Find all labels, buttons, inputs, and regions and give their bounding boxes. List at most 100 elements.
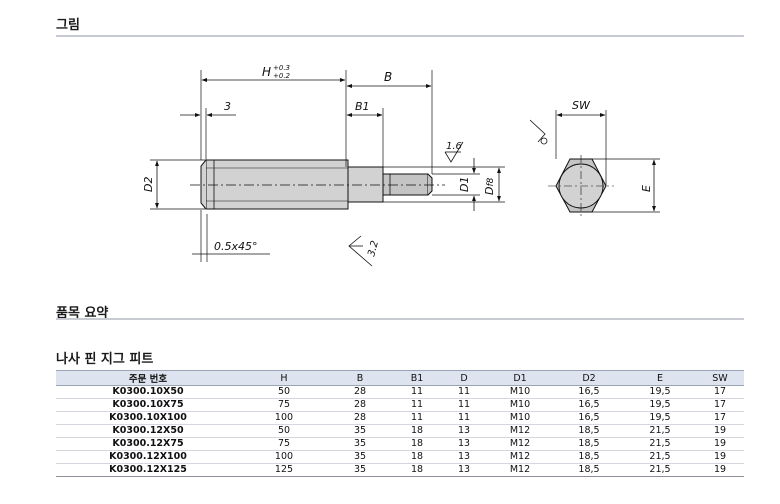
surface-finish-hex-symbol — [529, 119, 546, 143]
col-header-d: D — [442, 370, 486, 386]
table-cell: 18,5 — [554, 424, 624, 438]
surface-finish-coarse: 3.2 — [366, 240, 381, 258]
table-cell: 28 — [328, 385, 392, 399]
table-cell: M12 — [486, 450, 554, 464]
table-cell: 11 — [392, 385, 442, 399]
dim-h-tol-upper: +0.3 — [273, 64, 290, 72]
order-number-cell: K0300.10X50 — [56, 385, 240, 399]
table-cell: M10 — [486, 385, 554, 399]
table-cell: 13 — [442, 450, 486, 464]
table-cell: 125 — [240, 463, 328, 477]
table-cell: 35 — [328, 450, 392, 464]
dim-three: 3 — [224, 100, 231, 113]
dim-b1: B1 — [355, 100, 370, 113]
dim-h-tol-lower: +0.2 — [273, 72, 291, 80]
table-cell: 35 — [328, 424, 392, 438]
table-cell: 21,5 — [624, 463, 696, 477]
dim-d: Df8 — [483, 177, 496, 195]
order-number-cell: K0300.10X75 — [56, 398, 240, 412]
table-cell: M10 — [486, 398, 554, 412]
table-cell: 18,5 — [554, 437, 624, 451]
col-header-b: B — [328, 370, 392, 386]
surface-finish-fine-symbol — [444, 141, 464, 163]
table-cell: 16,5 — [554, 411, 624, 425]
col-header-h: H — [240, 370, 328, 386]
table-cell: 18 — [392, 463, 442, 477]
table-cell: 13 — [442, 424, 486, 438]
col-header-e: E — [624, 370, 696, 386]
table-cell: 17 — [696, 398, 744, 412]
table-cell: 19,5 — [624, 398, 696, 412]
spec-table-header: 주문 번호 H B B1 D D1 D2 E SW — [56, 370, 744, 386]
section-divider — [56, 35, 744, 37]
table-cell: 21,5 — [624, 437, 696, 451]
table-cell: 28 — [328, 411, 392, 425]
table-cell: 17 — [696, 411, 744, 425]
table-cell: 50 — [240, 424, 328, 438]
table-cell: 18 — [392, 424, 442, 438]
section-title-summary: 품목 요약 — [56, 306, 109, 321]
table-cell: 11 — [442, 385, 486, 399]
order-number-cell: K0300.10X100 — [56, 411, 240, 425]
product-title: 나사 핀 지그 피트 — [56, 352, 154, 367]
table-cell: M10 — [486, 411, 554, 425]
order-number-cell: K0300.12X100 — [56, 450, 240, 464]
order-number-cell: K0300.12X125 — [56, 463, 240, 477]
dim-chamfer: 0.5x45° — [214, 240, 258, 253]
table-cell: 100 — [240, 450, 328, 464]
surface-finish-fine: 1.6 — [446, 141, 462, 152]
col-header-b1: B1 — [392, 370, 442, 386]
table-cell: 19 — [696, 450, 744, 464]
col-header-order-number: 주문 번호 — [56, 370, 240, 386]
table-cell: 16,5 — [554, 385, 624, 399]
dim-e: E — [640, 185, 653, 192]
table-cell: 11 — [392, 398, 442, 412]
table-cell: 11 — [442, 398, 486, 412]
table-cell: 18 — [392, 437, 442, 451]
table-cell: 21,5 — [624, 424, 696, 438]
col-header-d1: D1 — [486, 370, 554, 386]
table-cell: 16,5 — [554, 398, 624, 412]
dim-h: H — [262, 65, 271, 79]
dim-sw: SW — [572, 99, 591, 112]
col-header-sw: SW — [696, 370, 744, 386]
table-cell: 11 — [442, 411, 486, 425]
table-cell: 50 — [240, 385, 328, 399]
table-cell: 18 — [392, 450, 442, 464]
table-cell: 13 — [442, 463, 486, 477]
dim-b: B — [384, 70, 392, 84]
table-cell: 35 — [328, 437, 392, 451]
table-cell: 28 — [328, 398, 392, 412]
table-cell: 19,5 — [624, 385, 696, 399]
section-title-figure: 그림 — [56, 18, 80, 33]
table-cell: 75 — [240, 398, 328, 412]
order-number-cell: K0300.12X75 — [56, 437, 240, 451]
table-cell: 19 — [696, 437, 744, 451]
table-cell: 35 — [328, 463, 392, 477]
table-cell: 11 — [392, 411, 442, 425]
technical-drawing: H +0.3 +0.2 B B1 3 D2 D1 Df8 1.6 0.5x45°… — [142, 64, 660, 267]
table-cell: 13 — [442, 437, 486, 451]
table-cell: M12 — [486, 437, 554, 451]
order-number-cell: K0300.12X50 — [56, 424, 240, 438]
table-cell: 19 — [696, 424, 744, 438]
table-cell: 75 — [240, 437, 328, 451]
dim-d2: D2 — [142, 177, 155, 192]
section-divider — [56, 318, 744, 320]
table-cell: 21,5 — [624, 450, 696, 464]
table-cell: 100 — [240, 411, 328, 425]
table-cell: 18,5 — [554, 450, 624, 464]
table-cell: 19,5 — [624, 411, 696, 425]
pin-body — [205, 159, 349, 210]
table-cell: M12 — [486, 463, 554, 477]
col-header-d2: D2 — [554, 370, 624, 386]
dim-d1: D1 — [458, 177, 471, 192]
table-cell: 17 — [696, 385, 744, 399]
